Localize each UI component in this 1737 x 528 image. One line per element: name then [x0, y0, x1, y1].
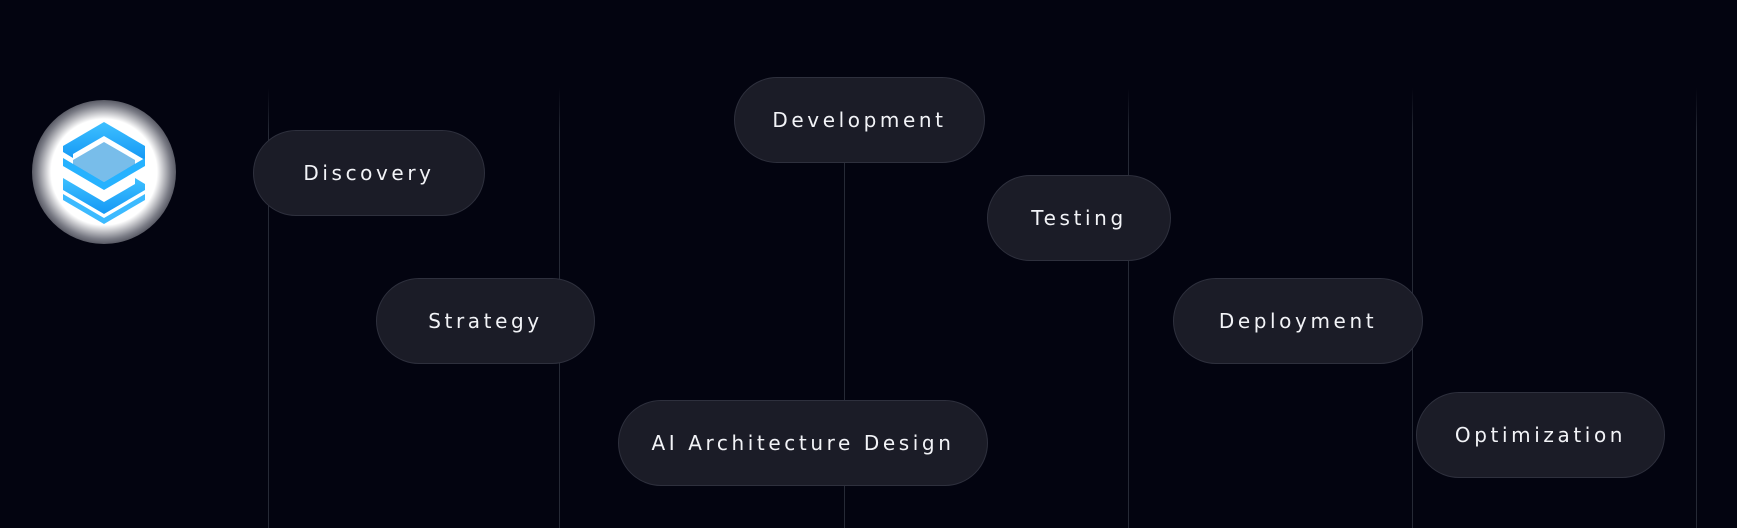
layered-s-logo-icon	[63, 122, 145, 224]
brand-logo	[32, 100, 176, 244]
stage-label: Strategy	[428, 309, 543, 333]
stage-label: Optimization	[1454, 423, 1627, 447]
stage-pill-deployment: Deployment	[1173, 278, 1423, 364]
stage-pill-ai-architecture-design: AI Architecture Design	[618, 400, 988, 486]
stage-pill-optimization: Optimization	[1416, 392, 1665, 478]
guide-line	[1696, 88, 1697, 528]
stage-label: Development	[772, 108, 947, 132]
stage-pill-discovery: Discovery	[253, 130, 485, 216]
stage-label: Deployment	[1218, 309, 1378, 333]
stage-label: AI Architecture Design	[651, 431, 955, 455]
stage-label: Testing	[1031, 206, 1127, 230]
stage-pill-testing: Testing	[987, 175, 1171, 261]
guide-line	[268, 88, 269, 528]
stage-pill-strategy: Strategy	[376, 278, 595, 364]
stage-pill-development: Development	[734, 77, 985, 163]
guide-line	[1128, 88, 1129, 528]
guide-line	[844, 88, 845, 528]
stage-label: Discovery	[303, 161, 435, 185]
